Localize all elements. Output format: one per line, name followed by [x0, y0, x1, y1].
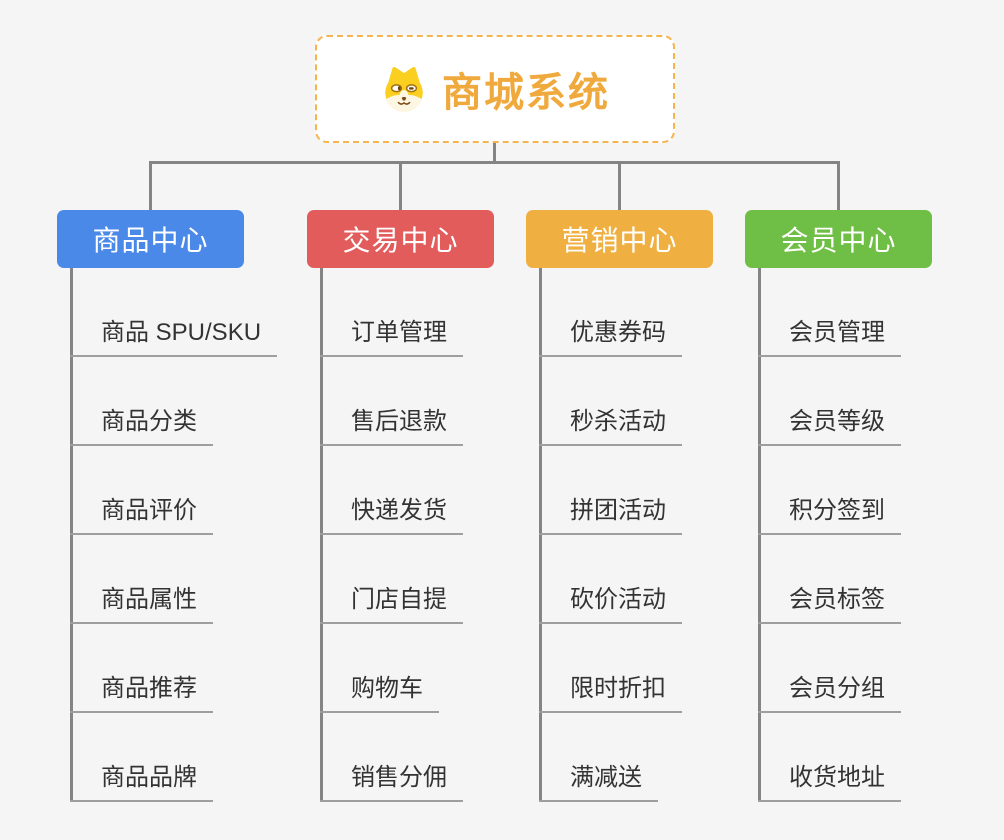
leaf-node[interactable]: 快递发货	[320, 490, 463, 535]
connector-drop-product	[149, 161, 152, 210]
leaf-row: 购物车	[320, 624, 463, 713]
leaf-row: 优惠券码	[539, 268, 682, 357]
shiba-dog-icon	[380, 65, 428, 113]
branch-column-product: 商品 SPU/SKU 商品分类 商品评价 商品属性 商品推荐 商品品牌	[70, 268, 278, 802]
leaf-row: 快递发货	[320, 446, 463, 535]
connector-horizontal-bar	[149, 161, 840, 164]
leaf-row: 商品分类	[70, 357, 277, 446]
leaf-row: 拼团活动	[539, 446, 682, 535]
leaf-node[interactable]: 会员标签	[758, 579, 901, 624]
leaf-node[interactable]: 积分签到	[758, 490, 901, 535]
leaf-row: 砍价活动	[539, 535, 682, 624]
leaf-node[interactable]: 销售分佣	[320, 757, 463, 802]
leaf-node[interactable]: 秒杀活动	[539, 401, 682, 446]
leaf-node[interactable]: 商品 SPU/SKU	[70, 312, 278, 357]
leaf-row: 商品属性	[70, 535, 277, 624]
connector-trunk-product	[70, 268, 73, 802]
branch-node-marketing-center[interactable]: 营销中心	[526, 210, 713, 268]
leaf-row: 会员管理	[758, 268, 901, 357]
leaf-row: 限时折扣	[539, 624, 682, 713]
leaf-node[interactable]: 优惠券码	[539, 312, 682, 357]
leaf-row: 满减送	[539, 713, 682, 802]
leaf-row: 商品品牌	[70, 713, 277, 802]
connector-trunk-marketing	[539, 268, 542, 802]
connector-trunk-trade	[320, 268, 323, 802]
branch-node-product-center[interactable]: 商品中心	[57, 210, 244, 268]
leaf-row: 商品 SPU/SKU	[70, 268, 278, 357]
leaf-node[interactable]: 购物车	[320, 668, 439, 713]
connector-drop-marketing	[618, 161, 621, 210]
leaf-row: 秒杀活动	[539, 357, 682, 446]
leaf-row: 会员分组	[758, 624, 901, 713]
leaf-row: 订单管理	[320, 268, 463, 357]
leaf-node[interactable]: 收货地址	[758, 757, 901, 802]
leaf-row: 商品评价	[70, 446, 277, 535]
branch-node-trade-center[interactable]: 交易中心	[307, 210, 494, 268]
leaf-row: 会员等级	[758, 357, 901, 446]
branch-node-member-center[interactable]: 会员中心	[745, 210, 932, 268]
leaf-node[interactable]: 售后退款	[320, 401, 463, 446]
leaf-node[interactable]: 商品推荐	[70, 668, 213, 713]
leaf-row: 门店自提	[320, 535, 463, 624]
leaf-node[interactable]: 商品评价	[70, 490, 213, 535]
leaf-node[interactable]: 拼团活动	[539, 490, 682, 535]
leaf-node[interactable]: 门店自提	[320, 579, 463, 624]
connector-root-trunk	[493, 143, 496, 162]
leaf-node[interactable]: 商品品牌	[70, 757, 213, 802]
leaf-node[interactable]: 满减送	[539, 757, 658, 802]
connector-drop-trade	[399, 161, 402, 210]
leaf-row: 销售分佣	[320, 713, 463, 802]
connector-drop-member	[837, 161, 840, 210]
root-title: 商城系统	[442, 71, 610, 115]
leaf-row: 收货地址	[758, 713, 901, 802]
leaf-node[interactable]: 会员等级	[758, 401, 901, 446]
leaf-row: 积分签到	[758, 446, 901, 535]
leaf-node[interactable]: 会员管理	[758, 312, 901, 357]
leaf-row: 会员标签	[758, 535, 901, 624]
branch-column-marketing: 优惠券码 秒杀活动 拼团活动 砍价活动 限时折扣 满减送	[539, 268, 682, 802]
leaf-node[interactable]: 商品分类	[70, 401, 213, 446]
leaf-node[interactable]: 商品属性	[70, 579, 213, 624]
leaf-node[interactable]: 会员分组	[758, 668, 901, 713]
leaf-node[interactable]: 订单管理	[320, 312, 463, 357]
branch-column-member: 会员管理 会员等级 积分签到 会员标签 会员分组 收货地址	[758, 268, 901, 802]
leaf-row: 售后退款	[320, 357, 463, 446]
connector-trunk-member	[758, 268, 761, 802]
leaf-row: 商品推荐	[70, 624, 277, 713]
root-node[interactable]: 商城系统	[315, 35, 675, 143]
leaf-node[interactable]: 砍价活动	[539, 579, 682, 624]
branch-column-trade: 订单管理 售后退款 快递发货 门店自提 购物车 销售分佣	[320, 268, 463, 802]
leaf-node[interactable]: 限时折扣	[539, 668, 682, 713]
